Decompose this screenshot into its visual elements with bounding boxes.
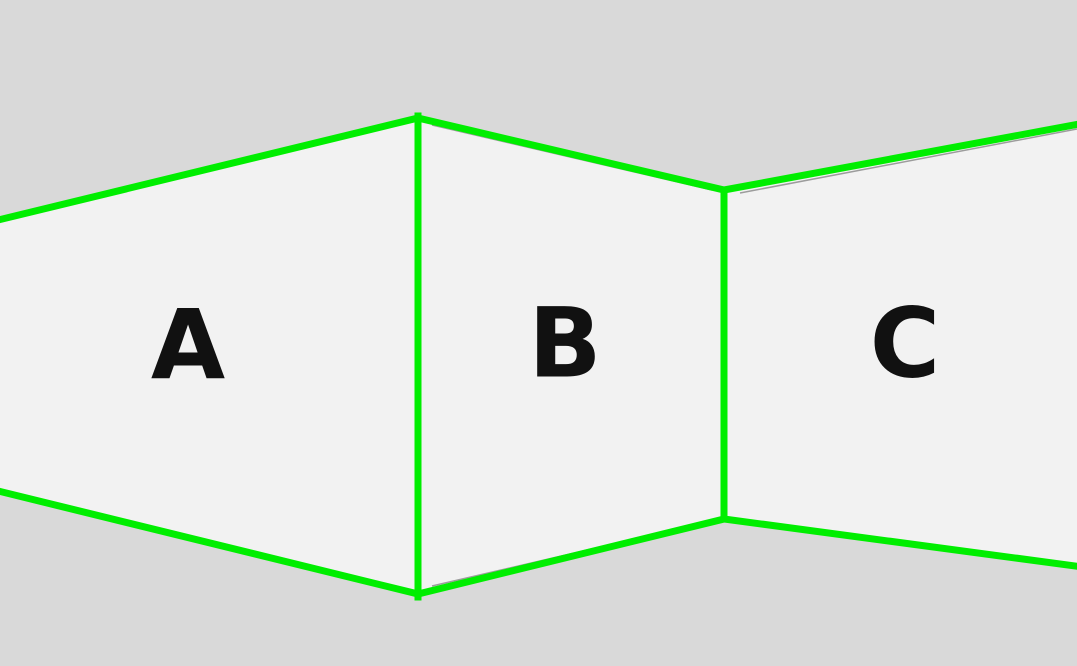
- panel-c-top-shadow: [739, 128, 1077, 194]
- panel-b-top-edge: [413, 113, 729, 195]
- panel-a: A: [0, 113, 423, 599]
- panel-b-label: B: [528, 287, 601, 399]
- panel-c-bottom-edge: [720, 515, 1077, 570]
- panel-c-label: C: [870, 287, 940, 399]
- panel-a-label: A: [151, 289, 225, 401]
- panel-c: C: [719, 120, 1077, 570]
- panel-b-bottom-edge: [413, 514, 729, 599]
- panel-c-face: [724, 124, 1077, 567]
- panel-b-face: [418, 118, 724, 594]
- panel-a-face: [0, 118, 418, 594]
- panel-a-bottom-edge: [0, 487, 423, 599]
- panel-a-top-edge: [0, 113, 423, 224]
- panel-c-top-edge: [719, 120, 1077, 195]
- panel-b: B: [413, 113, 729, 599]
